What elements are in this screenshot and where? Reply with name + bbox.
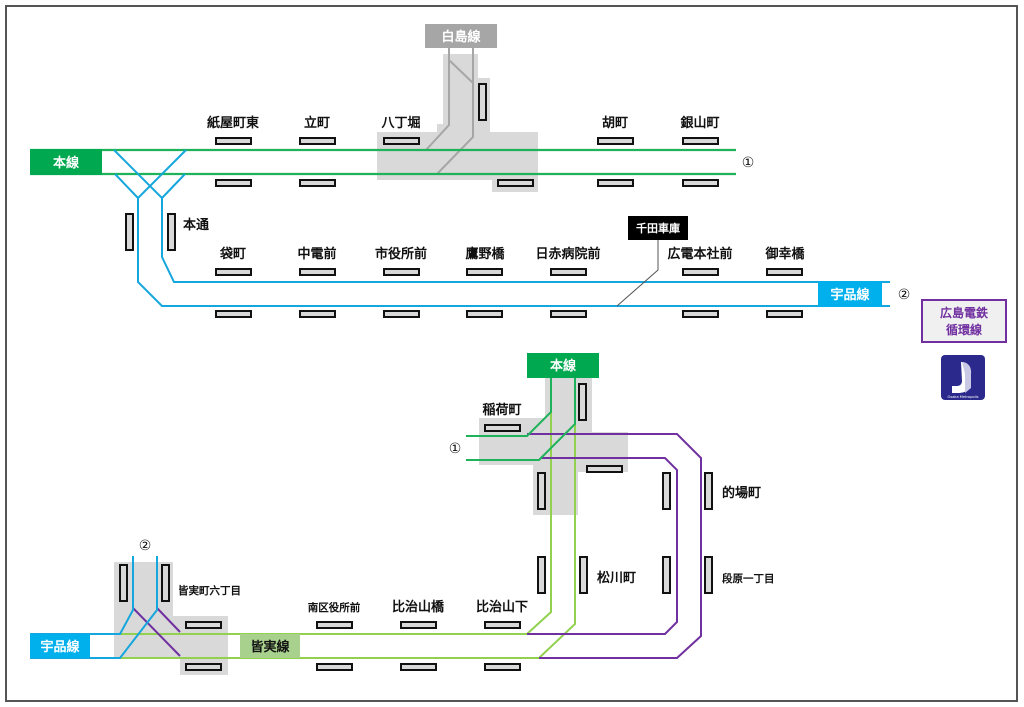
hakushima-line [425, 48, 474, 175]
station-chuden-mae[interactable]: 中電前 [297, 246, 336, 262]
ujina-tag-top [818, 281, 882, 307]
station-kanayamacho[interactable]: 銀山町 [680, 115, 719, 131]
station-hondori[interactable]: 本通 [183, 217, 209, 233]
station-nisseki-byoin-mae[interactable]: 日赤病院前 [535, 246, 600, 262]
station-inarimachi[interactable]: 稲荷町 [482, 402, 521, 418]
minamimachi-transfer-area [114, 562, 228, 675]
station-kamiyacho-higashi[interactable]: 紙屋町東 [207, 115, 259, 131]
top-platforms [125, 83, 803, 318]
station-danbara-itchome[interactable]: 段原一丁目 [722, 572, 775, 585]
honsen-tag-bottom [527, 353, 599, 378]
marker-two-bottom: ② [139, 538, 152, 554]
station-hijiyamashita[interactable]: 比治山下 [476, 599, 528, 615]
ujina-tag-top-label: 宇品線 [830, 287, 870, 303]
depot-lead-line [616, 236, 659, 307]
honsen-line-top [30, 148, 736, 176]
hatchobori-transfer-area [377, 54, 538, 192]
station-takanobashi[interactable]: 鷹野橋 [465, 246, 505, 262]
ujina-tag-bottom [30, 634, 90, 658]
station-minamiku-yakusho-mae[interactable]: 南区役所前 [308, 601, 361, 614]
loop-line [132, 433, 702, 659]
minami-tag [240, 634, 300, 658]
station-hijiyamabashi[interactable]: 比治山橋 [392, 599, 445, 615]
hakushima-tag-label: 白島線 [441, 29, 481, 45]
station-matobacho[interactable]: 的場町 [722, 485, 761, 501]
honsen-tag-top [30, 149, 102, 175]
honsen-tag-bottom-label: 本線 [550, 358, 577, 374]
ujina-crossover-b [161, 173, 186, 199]
station-hiroden-honsha-mae[interactable]: 広電本社前 [667, 246, 732, 262]
marker-one-bottom: ① [449, 441, 462, 457]
depot-tag-label: 千田車庫 [636, 221, 680, 235]
hakushima-tag [425, 24, 497, 48]
osaka-metropolis-logo: Osaka Metropolis [941, 355, 985, 400]
legend-title-line1: 広島電鉄 [940, 305, 988, 320]
station-hatchobori[interactable]: 八丁堀 [380, 116, 420, 131]
depot-tag [628, 216, 688, 240]
station-miyukibashi[interactable]: 御幸橋 [764, 246, 805, 262]
station-matsukawacho[interactable]: 松川町 [597, 570, 636, 586]
logo-text: Osaka Metropolis [948, 395, 979, 399]
station-shiyakusho-mae[interactable]: 市役所前 [375, 246, 427, 262]
ujina-tag-bottom-label: 宇品線 [40, 639, 80, 655]
minami-tag-label: 皆実線 [250, 639, 290, 655]
bottom-platforms [119, 383, 713, 671]
station-ebisucho[interactable]: 胡町 [602, 115, 628, 131]
station-tatemachi[interactable]: 立町 [304, 115, 330, 131]
ujina-line-top [113, 149, 890, 307]
station-minamimachi-rokuchome[interactable]: 皆実町六丁目 [178, 584, 241, 597]
marker-two-top: ② [898, 287, 911, 303]
marker-one-top: ① [742, 155, 755, 171]
legend-title-line2: 循環線 [946, 322, 982, 337]
ujina-crossover-a [114, 173, 139, 199]
legend-box [921, 299, 1007, 343]
map-frame [5, 5, 1018, 702]
minami-line [94, 412, 576, 659]
honsen-tag-top-label: 本線 [53, 155, 80, 171]
station-fukuromachi[interactable]: 袋町 [219, 246, 246, 262]
honsen-line-bottom [466, 378, 576, 461]
